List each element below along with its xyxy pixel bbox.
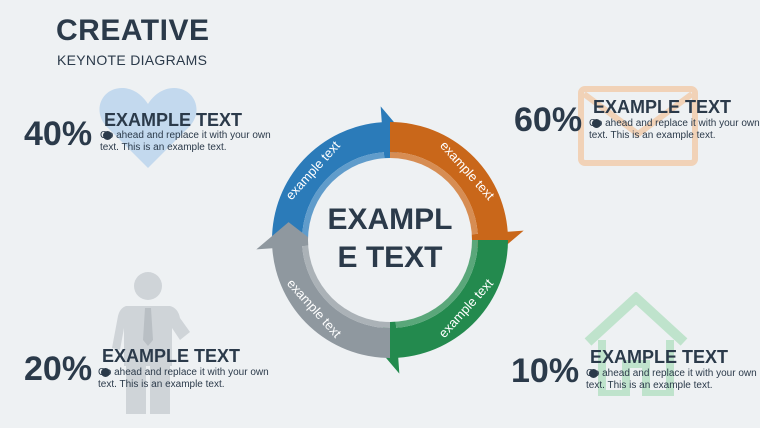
bullet-dot: [589, 369, 598, 378]
center-text-line2: E TEXT: [337, 241, 442, 274]
page-title: CREATIVE: [56, 14, 210, 47]
bullet-dot: [592, 119, 601, 128]
segment-arrow: [390, 122, 524, 258]
block-text: Go ahead and replace it with your own te…: [589, 118, 760, 141]
bullet-dot: [103, 131, 112, 140]
block-text: Go ahead and replace it with your own te…: [100, 130, 271, 153]
percent-value: 60%: [514, 101, 583, 139]
bullet-dot: [101, 368, 110, 377]
block-title: EXAMPLE TEXT: [104, 110, 243, 130]
block-text: Go ahead and replace it with your own te…: [586, 368, 757, 391]
segment-arrow: [372, 240, 508, 374]
house-icon: [584, 292, 688, 396]
page-subtitle: KEYNOTE DIAGRAMS: [57, 52, 208, 68]
segment-arrow: [272, 106, 408, 240]
center-circle: [308, 158, 472, 322]
percent-value: 10%: [511, 352, 580, 390]
segment-arrow: [256, 222, 390, 358]
percent-value: 20%: [24, 350, 93, 388]
businessman-icon: [112, 272, 190, 414]
percent-value: 40%: [24, 115, 93, 153]
block-title: EXAMPLE TEXT: [102, 346, 241, 366]
block-text: Go ahead and replace it with your own te…: [98, 367, 269, 390]
heart-icon: [99, 88, 197, 168]
center-text-line1: EXAMPL: [327, 203, 452, 236]
envelope-icon: [578, 86, 698, 166]
block-title: EXAMPLE TEXT: [593, 97, 732, 117]
block-title: EXAMPLE TEXT: [590, 347, 729, 367]
